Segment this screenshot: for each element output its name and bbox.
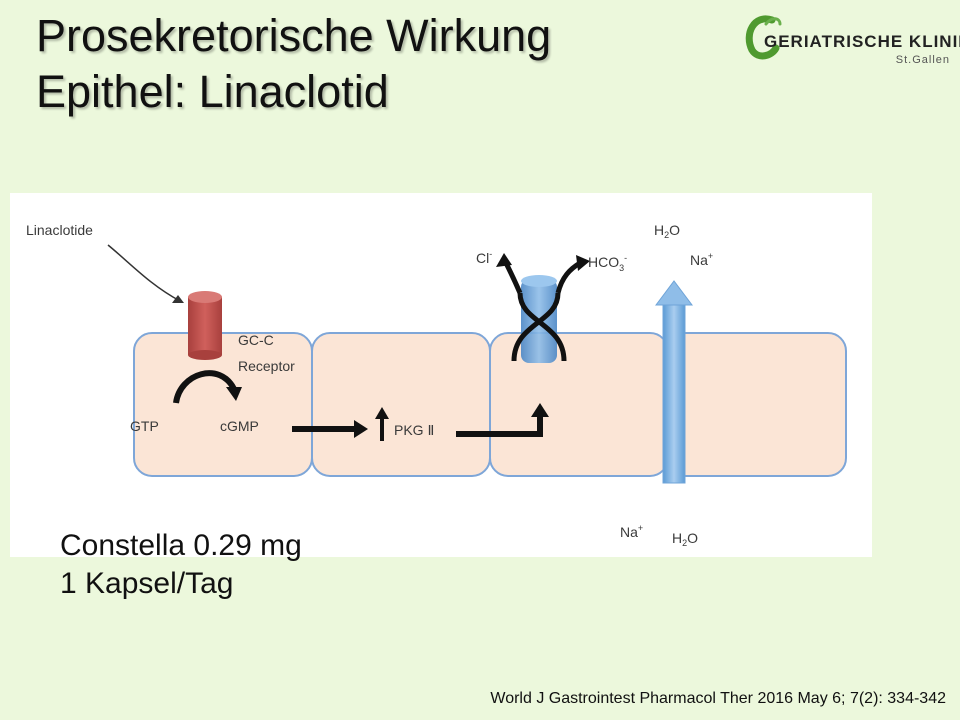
chloride-label: Cl- [476,249,492,266]
citation: World J Gastrointest Pharmacol Ther 2016… [490,690,946,707]
clinic-logo: GERIATRISCHE KLINIK St.Gallen [742,12,960,72]
linaclotide-mechanism-diagram: Linaclotide GC-C Receptor GTP cGMP PKG Ⅱ [10,193,872,557]
slide-title: Prosekretorische Wirkung Epithel: Linacl… [36,8,551,120]
receptor-label-line2: Receptor [238,358,295,374]
chloride-arrowhead-icon [496,253,512,267]
bicarbonate-label: HCO3- [588,253,627,273]
sodium-label-top: Na+ [690,251,713,268]
water-label-bottom: H2O [672,530,698,548]
gc-c-receptor-icon [188,291,222,360]
drug-frequency: 1 Kapsel/Tag [60,567,234,600]
linaclotide-arrowhead-icon [172,295,184,303]
linaclotide-label: Linaclotide [26,222,93,238]
linaclotide-binding-arrow [107,244,181,302]
title-line-2: Epithel: Linaclotid [36,66,389,117]
title-line-1: Prosekretorische Wirkung [36,10,552,61]
cgmp-label: cGMP [220,418,259,434]
cftr-channel-icon [511,275,567,363]
cgmp-to-pkg-arrowhead-icon [354,420,368,438]
water-label-top: H2O [654,222,680,240]
gtp-to-cgmp-arrowhead-icon [226,387,242,401]
epithelial-cell-4 [667,332,847,477]
logo-c-icon [745,15,782,60]
water-sodium-flux-arrow [655,280,693,484]
sodium-label-bottom: Na+ [620,523,643,540]
bicarbonate-arrowhead-icon [576,255,590,271]
pkg-to-channel-arrow [456,415,543,437]
pkg-label: PKG Ⅱ [394,422,434,438]
gtp-to-cgmp-arrow [173,370,237,404]
drug-info: Constella 0.29 mg 1 Kapsel/Tag [60,527,302,603]
drug-dose: Constella 0.29 mg [60,529,302,562]
epithelial-cell-2 [311,332,491,477]
pkg-to-channel-arrowhead-icon [531,403,549,417]
cgmp-to-pkg-arrow [292,426,356,432]
epithelial-cell-1 [133,332,313,477]
receptor-label-line1: GC-C [238,332,274,348]
logo-subtext: St.Gallen [895,54,950,66]
pkg-increase-arrowhead-icon [375,407,389,419]
gtp-label: GTP [130,418,159,434]
pkg-increase-arrow [380,417,384,441]
logo-text: GERIATRISCHE KLINIK [764,32,960,51]
